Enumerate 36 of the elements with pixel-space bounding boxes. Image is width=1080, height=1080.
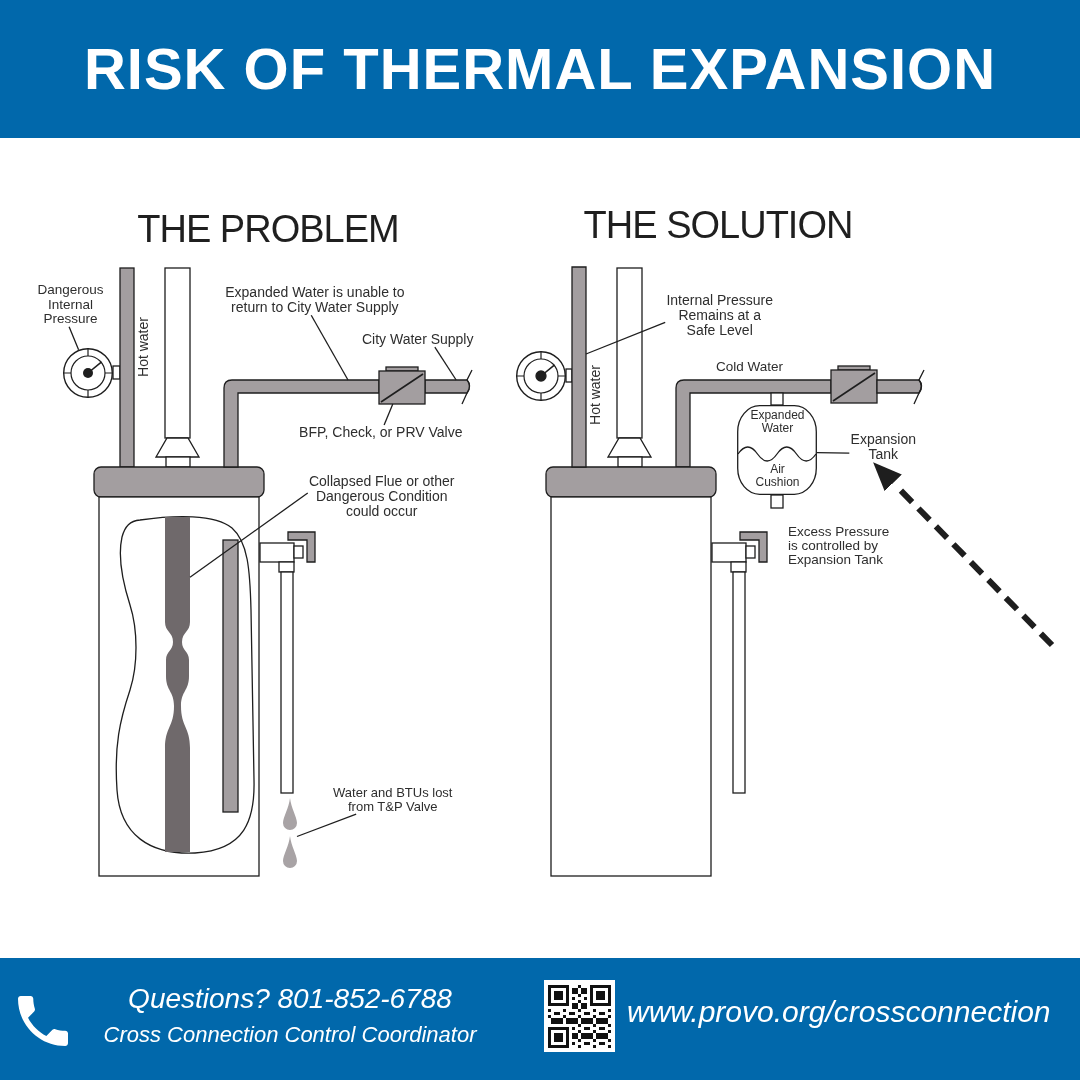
expansion-tank <box>737 405 817 495</box>
leader-line <box>434 346 457 381</box>
leader-line <box>68 326 80 351</box>
callout-label: Expanded Water is unable to return to City Water Supply <box>223 285 406 316</box>
callout-label: Dangerous Internal Pressure <box>35 283 105 327</box>
tank-label: Air Cushion <box>754 463 801 489</box>
page-title: RISK OF THERMAL EXPANSION <box>83 40 997 98</box>
leader-line <box>296 813 357 838</box>
contact-text: Questions? 801-852-6788 <box>128 985 452 1013</box>
pipe-label: Cold Water <box>716 360 784 375</box>
valve <box>378 366 426 405</box>
dashed-arrow <box>870 460 1055 648</box>
note-text: Excess Pressure is controlled by Expansion Tank <box>788 525 891 568</box>
water-drops <box>283 798 297 868</box>
callout-label: City Water Supply <box>360 332 475 348</box>
pipe <box>424 379 471 394</box>
leader-line <box>189 492 309 578</box>
callout-label: Collapsed Flue or other Dangerous Condition could occur <box>307 474 456 520</box>
callout-label: Water and BTUs lost from T&P Valve <box>331 786 454 815</box>
callout-label: Internal Pressure Remains at a Safe Level <box>665 293 775 339</box>
leader-line <box>383 403 394 426</box>
pipe-label: Hot water <box>588 365 604 425</box>
callout-label: BFP, Check, or PRV Valve <box>297 425 464 441</box>
website-link: www.provo.org/crossconnection <box>627 997 1051 1027</box>
pipe <box>223 379 380 468</box>
leader-line <box>310 314 349 381</box>
contact-role-text: Cross Connection Control Coordinator <box>103 1024 477 1046</box>
flue <box>165 517 190 852</box>
section-heading: THE SOLUTION <box>583 206 853 244</box>
leader-line <box>585 321 666 355</box>
pipe <box>571 266 587 468</box>
callout-label: Expansion Tank <box>849 432 918 463</box>
section-heading: THE PROBLEM <box>137 210 399 248</box>
leader-line <box>816 452 850 454</box>
pipe-label: Hot water <box>136 317 152 377</box>
tank-label: Expanded Water <box>749 409 806 435</box>
